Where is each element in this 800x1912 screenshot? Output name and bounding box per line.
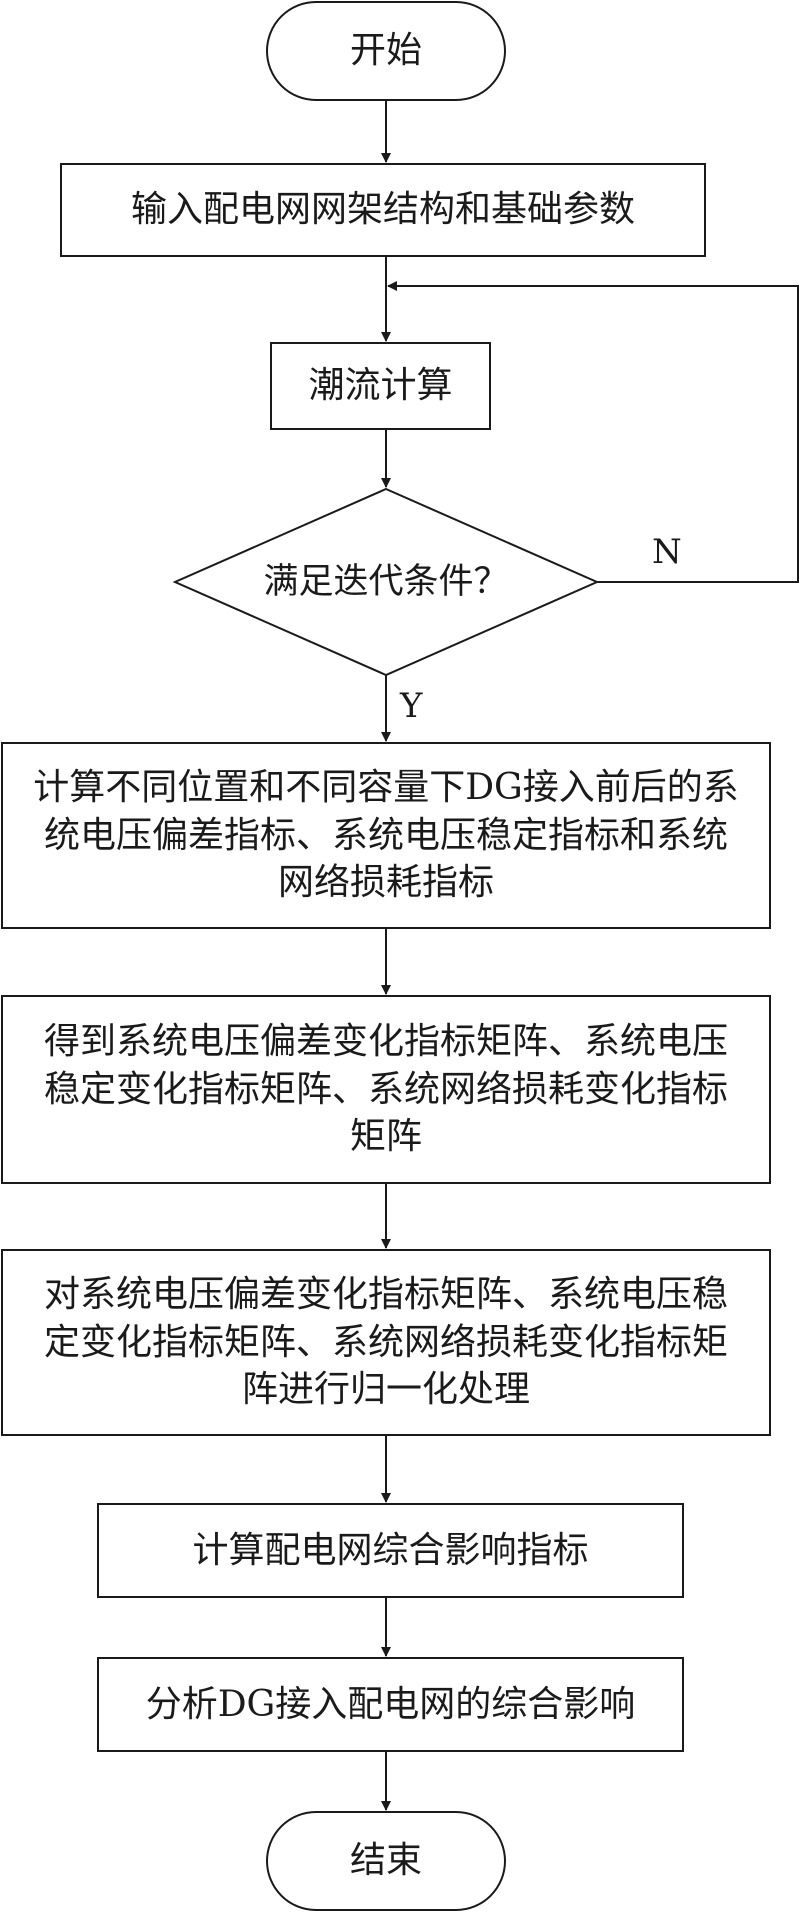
input-box: [60, 163, 706, 257]
no-branch-label: N: [652, 532, 682, 572]
normalize-label: 对系统电压偏差变化指标矩阵、系统电压稳定变化指标矩阵、系统网络损耗变化指标矩阵进…: [43, 1273, 728, 1411]
yes-branch-label: Y: [400, 686, 423, 726]
indices-box: [1, 742, 771, 929]
normalize-box: [1, 1249, 771, 1436]
power-flow-box: [270, 342, 491, 430]
indices-label: 计算不同位置和不同容量下DG接入前后的系统电压偏差指标、系统电压稳定指标和系统网…: [33, 766, 739, 904]
end-label: 结束: [349, 1840, 422, 1882]
arrow-loop-no: [387, 281, 799, 583]
analyze-box: [97, 1657, 684, 1752]
comprehensive-box: [97, 1503, 684, 1598]
comprehensive-label: 计算配电网综合影响指标: [192, 1529, 589, 1571]
analyze-label: 分析DG接入配电网的综合影响: [145, 1683, 636, 1725]
start-label: 开始: [349, 30, 422, 72]
power-flow-label: 潮流计算: [308, 365, 453, 407]
matrices-label: 得到系统电压偏差变化指标矩阵、系统电压稳定变化指标矩阵、系统网络损耗变化指标矩阵: [43, 1020, 728, 1158]
decision-label: 满足迭代条件？: [263, 561, 509, 602]
end-terminator: [266, 1811, 506, 1911]
input-label: 输入配电网网架结构和基础参数: [130, 189, 635, 231]
